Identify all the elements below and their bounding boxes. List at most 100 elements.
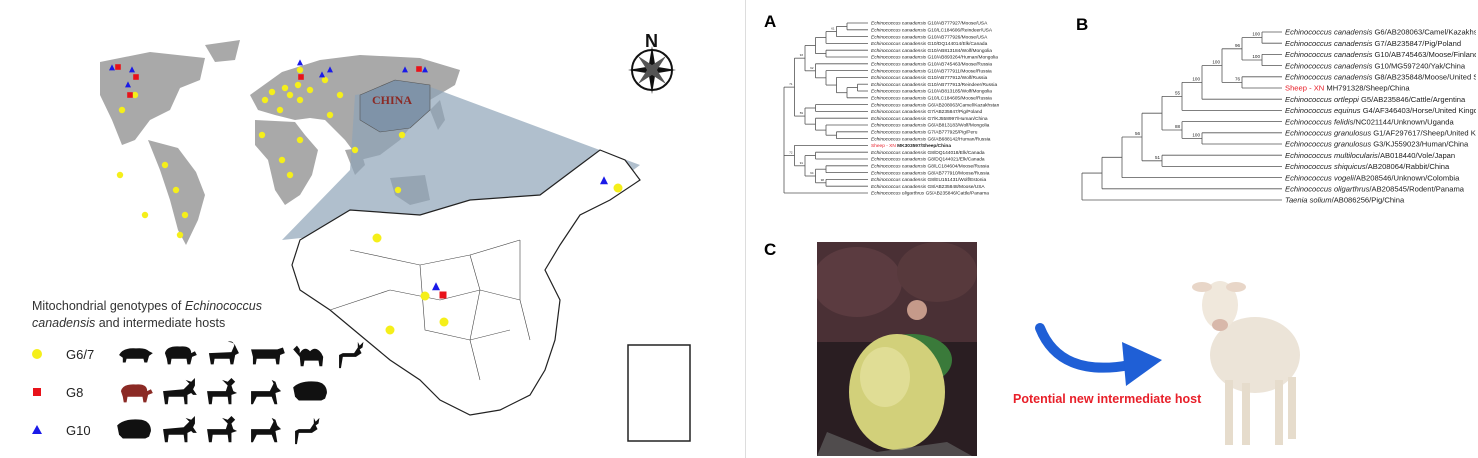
tree-leaf-label: Echinococcus granulosus G3/KJ559023/Huma… [1285, 140, 1469, 149]
g10-marker [109, 64, 115, 71]
g6-7-marker [258, 131, 266, 139]
curved-arrow-icon [1035, 323, 1162, 386]
legend-row-g6-7: G6/7 [30, 339, 378, 369]
g6-7-marker [116, 171, 124, 179]
bootstrap-value: 98 [821, 178, 825, 182]
g10-marker [327, 66, 333, 73]
bootstrap-value: 61 [831, 27, 835, 31]
tree-leaf-label: Echinococcus canadensis G8/AB777910/Moos… [871, 170, 990, 176]
g6-7-marker [118, 106, 126, 114]
sheep-icon [164, 346, 197, 365]
g10-marker [125, 81, 131, 88]
panel-c-label: C [764, 240, 777, 259]
g6-7-marker [306, 86, 314, 94]
compass-icon [628, 46, 676, 94]
tree-leaf-label: Echinococcus canadensis G10/AB777913/Rei… [871, 82, 997, 88]
elk-icon [207, 377, 238, 405]
bootstrap-value: 62 [810, 66, 814, 70]
tree-leaf-label: Taenia solium/AB086256/Pig/China [1285, 196, 1405, 205]
g6-7-marker [278, 156, 286, 164]
legend-genotype-label: G6/7 [66, 346, 95, 362]
tree-leaf-label: Echinococcus canadensis G6/AB688142/Huma… [871, 136, 991, 142]
tree-leaf-label: Echinococcus canadensis G8/AB235848/Moos… [1285, 72, 1476, 81]
panel-b-label: B [1076, 15, 1089, 34]
tree-leaf-label: Echinococcus equinus G4/AF346403/Horse/U… [1285, 106, 1476, 115]
moose-icon [163, 415, 197, 443]
moose-icon [163, 377, 197, 405]
tree-leaf-label: Echinococcus canadensis G10/DQ144014/Elk… [871, 41, 988, 47]
g6-7-marker [321, 76, 329, 84]
g10-marker [319, 71, 325, 78]
bootstrap-value: 100 [1252, 54, 1260, 59]
g6-7-marker [351, 146, 359, 154]
g8-marker [439, 291, 447, 299]
g6-7-marker [420, 291, 430, 301]
g6-7-marker [296, 66, 304, 74]
highlight-sample-label: Sheep - XN [871, 143, 896, 149]
tree-leaf-label: Echinococcus canadensis G8/AB235848/Moos… [871, 184, 985, 190]
legend-row-g10: G10 [30, 415, 334, 445]
tree-leaf-label: Echinococcus canadensis G6/AB813183/Wolf… [871, 123, 990, 129]
g6-7-marker [172, 186, 180, 194]
g6-7-marker [281, 84, 289, 92]
deer-icon [339, 341, 364, 369]
bootstrap-value: 72 [789, 151, 793, 155]
legend-title-text: Mitochondrial genotypes of [32, 299, 185, 313]
g6-7-marker [261, 96, 269, 104]
g6-7-marker [296, 96, 304, 104]
tree-leaf-label: Echinococcus canadensis G8/DQ144018/Elk/… [871, 150, 985, 156]
legend-title-species: canadensis [32, 316, 96, 330]
g8-marker [133, 74, 139, 80]
china-map [291, 149, 641, 416]
g10-marker [129, 66, 135, 73]
bootstrap-value: 100 [1212, 60, 1220, 65]
legend-title: Mitochondrial genotypes of Echinococcus … [32, 298, 292, 332]
tree-leaf-label: Echinococcus oligarthrus/AB208545/Rodent… [1285, 184, 1465, 193]
tree-leaf-label: Echinococcus vogeli/AB208546/Unknown/Col… [1285, 173, 1460, 182]
elk-icon [207, 415, 238, 443]
tree-leaf-label: Echinococcus canadensis G10/AB777926/Moo… [871, 34, 988, 40]
bootstrap-value: 93 [800, 53, 804, 57]
legend-genotype-label: G10 [66, 422, 91, 438]
tree-leaf-label: Echinococcus canadensis G10/LC184606/Rei… [871, 27, 993, 33]
goat-icon [208, 341, 239, 365]
tree-leaf-label: Echinococcus canadensis G6/AB208063/Came… [871, 102, 1000, 108]
reindeer-icon [251, 379, 282, 405]
g6-7-marker [276, 106, 284, 114]
tree-leaf-label: Echinococcus canadensis G10/AB893264/Hum… [871, 55, 998, 61]
bootstrap-value: 96 [1235, 43, 1241, 48]
g6-7-marker [372, 233, 382, 243]
bootstrap-value: 71 [789, 82, 793, 86]
bootstrap-value: 88 [1175, 124, 1181, 129]
distribution-map: CHINA N [100, 31, 691, 442]
highlight-sample-label: Sheep - XN [1285, 84, 1324, 93]
tree-leaf-label: Echinococcus multilocularis/AB018440/Vol… [1285, 151, 1455, 160]
sheep-icon [120, 384, 153, 403]
tree-leaf-label: Echinococcus canadensis G8/EU151431/Wolf… [871, 177, 986, 183]
potential-host-caption: Potential new intermediate host [1013, 392, 1202, 406]
tree-leaf-label: Echinococcus canadensis G7/AB235847/Pig/… [1285, 39, 1461, 48]
g8-marker [115, 64, 121, 70]
deer-icon [295, 417, 320, 445]
g6-7-marker [286, 91, 294, 99]
tree-leaf-label: Echinococcus canadensis G10/AB777927/Moo… [871, 21, 988, 27]
g6-7-marker [131, 91, 139, 99]
g6-7-marker [385, 325, 395, 335]
tree-leaf-label: Echinococcus felidis/NC021144/Unknown/Ug… [1285, 117, 1454, 126]
tree-leaf-label: Echinococcus canadensis G10/AB813184/Wol… [871, 48, 992, 54]
phylogenetic-tree-b: 100100967610010055100885156Echinococcus … [1081, 28, 1476, 205]
bootstrap-value: 100 [1192, 132, 1200, 137]
g8-marker [127, 92, 133, 98]
bootstrap-value: 56 [1135, 131, 1141, 136]
legend-title-genus: Echinococcus [184, 299, 262, 313]
g6-7-marker [336, 91, 344, 99]
tree-leaf-label: Echinococcus ortleppi G5/AB235846/Cattle… [1285, 95, 1466, 104]
tree-leaf-label: Echinococcus canadensis G10/AB745463/Moo… [1285, 50, 1476, 59]
legend-title-suffix: and intermediate hosts [95, 316, 226, 330]
g6-7-marker [161, 161, 169, 169]
liver-cyst-photo [817, 242, 977, 456]
tree-leaf-label: Echinococcus shiquicus/AB208064/Rabbit/C… [1285, 162, 1450, 171]
tree-leaf-label: Sheep - XN MK303597/Sheep/China [871, 143, 951, 149]
tree-leaf-label: Echinococcus canadensis G10/AB777912/Wol… [871, 75, 988, 81]
